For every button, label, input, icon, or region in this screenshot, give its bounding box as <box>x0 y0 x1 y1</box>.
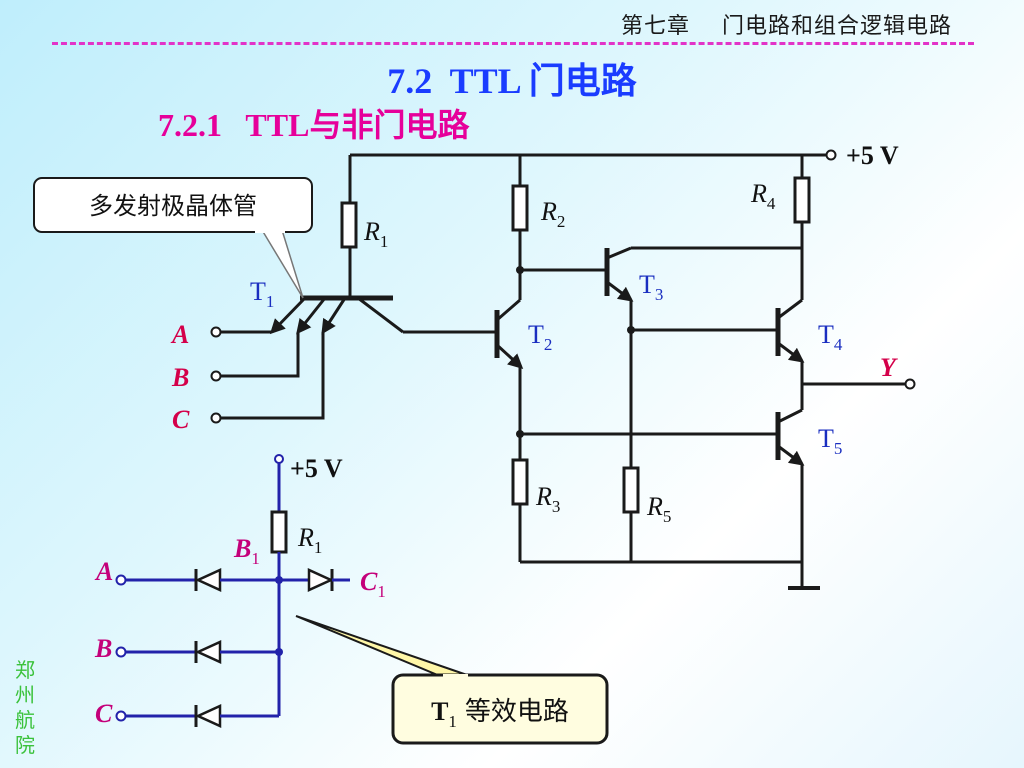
header-divider <box>52 42 974 45</box>
main-circuit: 多发射极晶体管 +5 V R1 R2 R3 R4 R5 T1 T2 T3 T4 … <box>33 141 916 590</box>
equiv-resistor-r1 <box>270 510 288 554</box>
diode-c <box>194 704 222 728</box>
transistor-t5 <box>520 408 805 466</box>
label-r1: R1 <box>363 217 388 251</box>
transistor-t3 <box>520 246 634 302</box>
label-t2: T2 <box>528 320 552 354</box>
supply-label: +5 V <box>846 141 899 170</box>
chapter-header: 第七章 门电路和组合逻辑电路 <box>621 14 952 39</box>
equiv-label-r1: R1 <box>297 523 322 557</box>
diode-b <box>194 640 222 664</box>
equiv-label-b1: B1 <box>233 534 260 568</box>
equiv-input-b-terminal <box>115 646 127 658</box>
equiv-label-b: B <box>94 634 112 663</box>
label-r3: R3 <box>535 482 560 516</box>
resistor-r5 <box>622 466 640 514</box>
output-y-terminal <box>904 378 916 390</box>
diode-c1 <box>307 568 335 592</box>
transistor-t4 <box>631 298 805 363</box>
supply-terminal <box>825 149 837 161</box>
multi-emitter-callout: 多发射极晶体管 <box>33 177 313 299</box>
input-a-terminal <box>210 326 222 338</box>
transistor-t2 <box>462 298 524 370</box>
resistor-r4 <box>793 176 811 224</box>
equiv-label-c1: C1 <box>360 567 386 601</box>
section-subtitle: 7.2.1 TTL与非门电路 <box>158 107 470 143</box>
diode-a <box>194 568 222 592</box>
equiv-label-c: C <box>95 699 113 728</box>
equiv-label-a: A <box>94 557 113 586</box>
input-b-terminal <box>210 370 222 382</box>
equiv-supply-terminal <box>274 454 284 464</box>
equiv-input-c-terminal <box>115 710 127 722</box>
equiv-input-a-terminal <box>115 574 127 586</box>
label-r4: R4 <box>750 179 776 213</box>
label-r5: R5 <box>646 492 671 526</box>
label-input-c: C <box>172 405 190 434</box>
label-r2: R2 <box>540 197 565 231</box>
callout-text: 多发射极晶体管 <box>89 192 257 220</box>
label-input-a: A <box>170 320 189 349</box>
equiv-supply-label: +5 V <box>290 454 343 483</box>
label-t3: T3 <box>639 270 663 304</box>
transistor-t1 <box>269 295 462 335</box>
label-t4: T4 <box>818 320 843 354</box>
label-t1: T1 <box>250 277 274 311</box>
input-c-terminal <box>210 412 222 424</box>
resistor-r2 <box>511 184 529 232</box>
resistor-r1 <box>340 201 358 249</box>
side-label: 郑州航院 <box>15 658 35 757</box>
page-title: 7.2 TTL 门电路 <box>387 61 637 101</box>
label-input-b: B <box>171 363 189 392</box>
label-output-y: Y <box>880 353 898 382</box>
resistor-r3 <box>511 458 529 506</box>
label-t5: T5 <box>818 424 842 458</box>
